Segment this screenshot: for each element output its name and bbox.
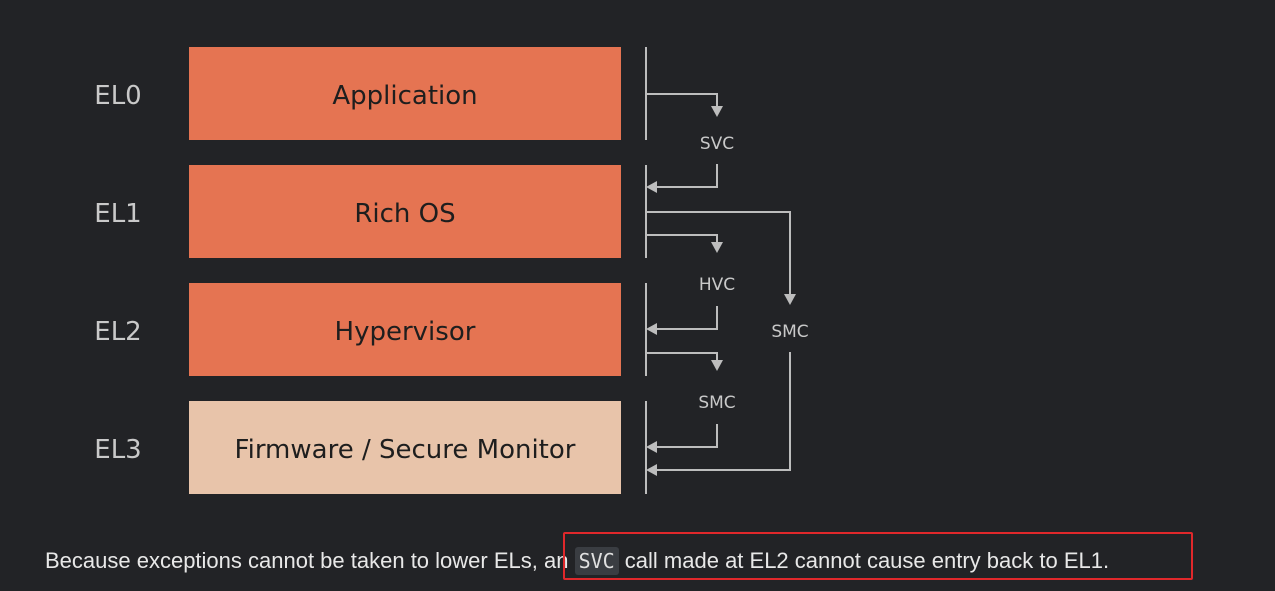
firmware-block — [189, 401, 621, 494]
caption-text: Because exceptions cannot be taken to lo… — [45, 545, 1109, 577]
caption-before: Because exceptions cannot be taken to lo… — [45, 548, 575, 573]
firmware-label: Firmware / Secure Monitor — [235, 435, 576, 465]
application-label: Application — [332, 81, 477, 111]
hypervisor-block — [189, 283, 621, 376]
rich-os-block — [189, 165, 621, 258]
el1-label: EL1 — [94, 199, 141, 229]
application-block — [189, 47, 621, 140]
caption-after: call made at EL2 cannot cause entry back… — [618, 548, 1110, 573]
hvc-label: HVC — [699, 275, 735, 295]
smc-el2-label: SMC — [698, 393, 735, 413]
svc-label: SVC — [700, 134, 734, 154]
hypervisor-label: Hypervisor — [335, 317, 476, 347]
el0-label: EL0 — [94, 81, 141, 111]
smc-el1-label: SMC — [771, 322, 808, 342]
svc-call-arrow — [646, 93, 723, 193]
rich-os-label: Rich OS — [354, 199, 455, 229]
highlight-box — [563, 532, 1193, 580]
el2-label: EL2 — [94, 317, 141, 347]
caption-code-svc: SVC — [574, 547, 619, 575]
exception-level-diagram: EL0 EL1 EL2 EL3 Application Rich OS Hype… — [94, 47, 809, 494]
smc-el2-call-arrow — [646, 352, 723, 453]
smc-el1-call-arrow — [646, 211, 796, 476]
el3-label: EL3 — [94, 435, 141, 465]
hvc-call-arrow — [646, 234, 723, 335]
